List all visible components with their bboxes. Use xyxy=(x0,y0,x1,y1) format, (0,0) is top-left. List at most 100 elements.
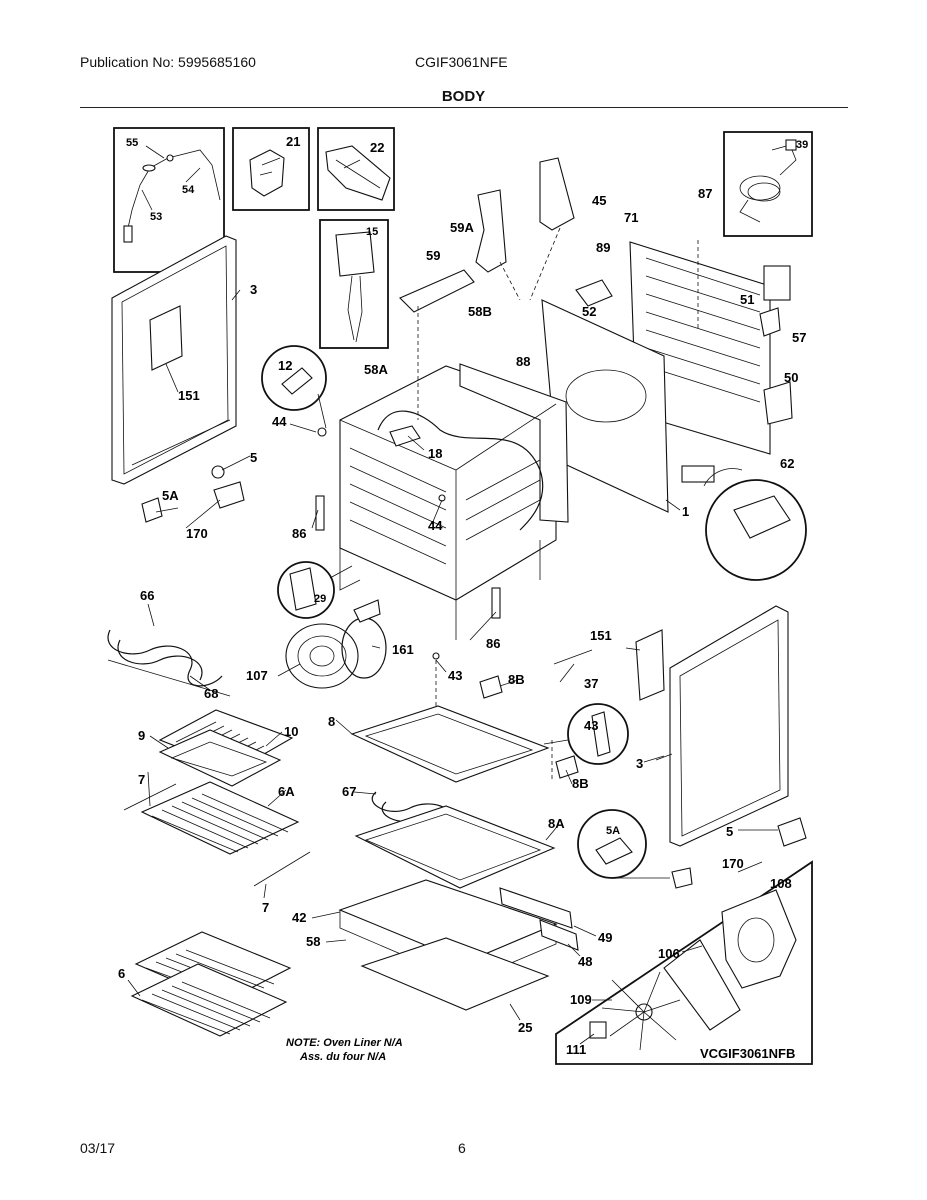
label-7-b: 7 xyxy=(262,900,269,915)
label-49: 49 xyxy=(598,930,612,945)
label-42: 42 xyxy=(292,910,306,925)
label-6: 6 xyxy=(118,966,125,981)
label-25: 25 xyxy=(518,1020,532,1035)
label-170-left: 170 xyxy=(186,526,208,541)
label-9: 9 xyxy=(138,728,145,743)
inset-part-22 xyxy=(317,127,395,211)
inset-convection-fan xyxy=(555,860,813,1065)
inset-part-15 xyxy=(319,219,389,349)
label-3-right: 3 xyxy=(636,756,643,771)
label-52: 52 xyxy=(582,304,596,319)
oven-bottom-8 xyxy=(350,705,550,783)
label-44-a: 44 xyxy=(272,414,287,429)
footer-page-number: 6 xyxy=(458,1140,466,1156)
label-3-left: 3 xyxy=(250,282,257,297)
convection-fan-cover xyxy=(285,599,387,689)
label-109: 109 xyxy=(570,992,592,1007)
label-87: 87 xyxy=(698,186,712,201)
callout-62 xyxy=(703,468,807,581)
label-1: 1 xyxy=(682,504,689,519)
label-8B-b: 8B xyxy=(572,776,589,791)
header-rule xyxy=(80,107,848,108)
oven-rack-6A xyxy=(123,781,311,887)
label-107: 107 xyxy=(246,668,268,683)
label-58B: 58B xyxy=(468,304,492,319)
label-89: 89 xyxy=(596,240,610,255)
broil-pan xyxy=(158,709,294,787)
label-170-right: 170 xyxy=(722,856,744,871)
oven-cavity xyxy=(339,363,569,640)
label-108: 108 xyxy=(770,876,792,891)
inset-code: VCGIF3061NFB xyxy=(700,1046,795,1061)
label-43-b: 43 xyxy=(584,718,598,733)
label-57: 57 xyxy=(792,330,806,345)
label-67: 67 xyxy=(342,784,356,799)
label-151-left: 151 xyxy=(178,388,200,403)
label-18: 18 xyxy=(428,446,442,461)
label-55: 55 xyxy=(126,137,138,149)
label-88: 88 xyxy=(516,354,530,369)
label-66: 66 xyxy=(140,588,154,603)
label-37: 37 xyxy=(584,676,598,691)
label-6A: 6A xyxy=(278,784,295,799)
label-45: 45 xyxy=(592,193,606,208)
part-labels: 55 54 53 21 22 15 39 45 87 71 59A 59 89 … xyxy=(118,134,808,1063)
label-5A-right: 5A xyxy=(606,825,620,837)
label-111: 111 xyxy=(566,1042,586,1057)
label-151-right: 151 xyxy=(590,628,612,643)
note-oven-liner: NOTE: Oven Liner N/A xyxy=(286,1037,403,1049)
left-side-panel xyxy=(111,235,237,485)
oven-racks-6 xyxy=(130,931,292,1037)
publication-number: Publication No: 5995685160 xyxy=(80,54,256,70)
label-106: 106 xyxy=(658,946,680,961)
label-161: 161 xyxy=(392,642,414,657)
label-58A: 58A xyxy=(364,362,388,377)
inset-power-cord-39 xyxy=(723,131,813,237)
ducts-45-59 xyxy=(399,157,575,313)
panel-25 xyxy=(360,937,550,1011)
label-86-a: 86 xyxy=(292,526,306,541)
label-22: 22 xyxy=(370,140,384,155)
section-title: BODY xyxy=(441,88,486,105)
label-68: 68 xyxy=(204,686,218,701)
label-59A: 59A xyxy=(450,220,474,235)
callout-12 xyxy=(261,345,327,429)
inset-part-21 xyxy=(232,127,310,211)
fasteners xyxy=(141,427,807,889)
label-59: 59 xyxy=(426,248,440,263)
label-5-left: 5 xyxy=(250,450,257,465)
label-51: 51 xyxy=(740,292,754,307)
fan-blade-109 xyxy=(601,971,681,1051)
rear-panel-1 xyxy=(541,279,669,513)
leader-lines xyxy=(127,145,778,1045)
label-12: 12 xyxy=(278,358,292,373)
label-7-a: 7 xyxy=(138,772,145,787)
panel-8A xyxy=(354,805,556,889)
label-86-b: 86 xyxy=(486,636,500,651)
label-10: 10 xyxy=(284,724,298,739)
label-8: 8 xyxy=(328,714,335,729)
right-side-panel xyxy=(635,605,789,847)
label-62: 62 xyxy=(780,456,794,471)
model-number: CGIF3061NFE xyxy=(415,54,508,70)
label-48: 48 xyxy=(578,954,592,969)
callout-43 xyxy=(543,703,629,765)
panel-42-58 xyxy=(338,879,579,983)
label-50: 50 xyxy=(784,370,798,385)
label-53: 53 xyxy=(150,211,162,223)
label-15: 15 xyxy=(366,226,378,238)
label-8A: 8A xyxy=(548,816,565,831)
label-5A-left: 5A xyxy=(162,488,179,503)
label-54: 54 xyxy=(182,184,195,196)
label-8B-a: 8B xyxy=(508,672,525,687)
label-43-a: 43 xyxy=(448,668,462,683)
callout-5A xyxy=(577,809,670,879)
label-29: 29 xyxy=(314,593,326,605)
label-39: 39 xyxy=(796,139,808,151)
callout-29 xyxy=(277,561,353,619)
label-21: 21 xyxy=(286,134,300,149)
label-44-b: 44 xyxy=(428,518,443,533)
label-58: 58 xyxy=(306,934,320,949)
label-5-right: 5 xyxy=(726,824,733,839)
